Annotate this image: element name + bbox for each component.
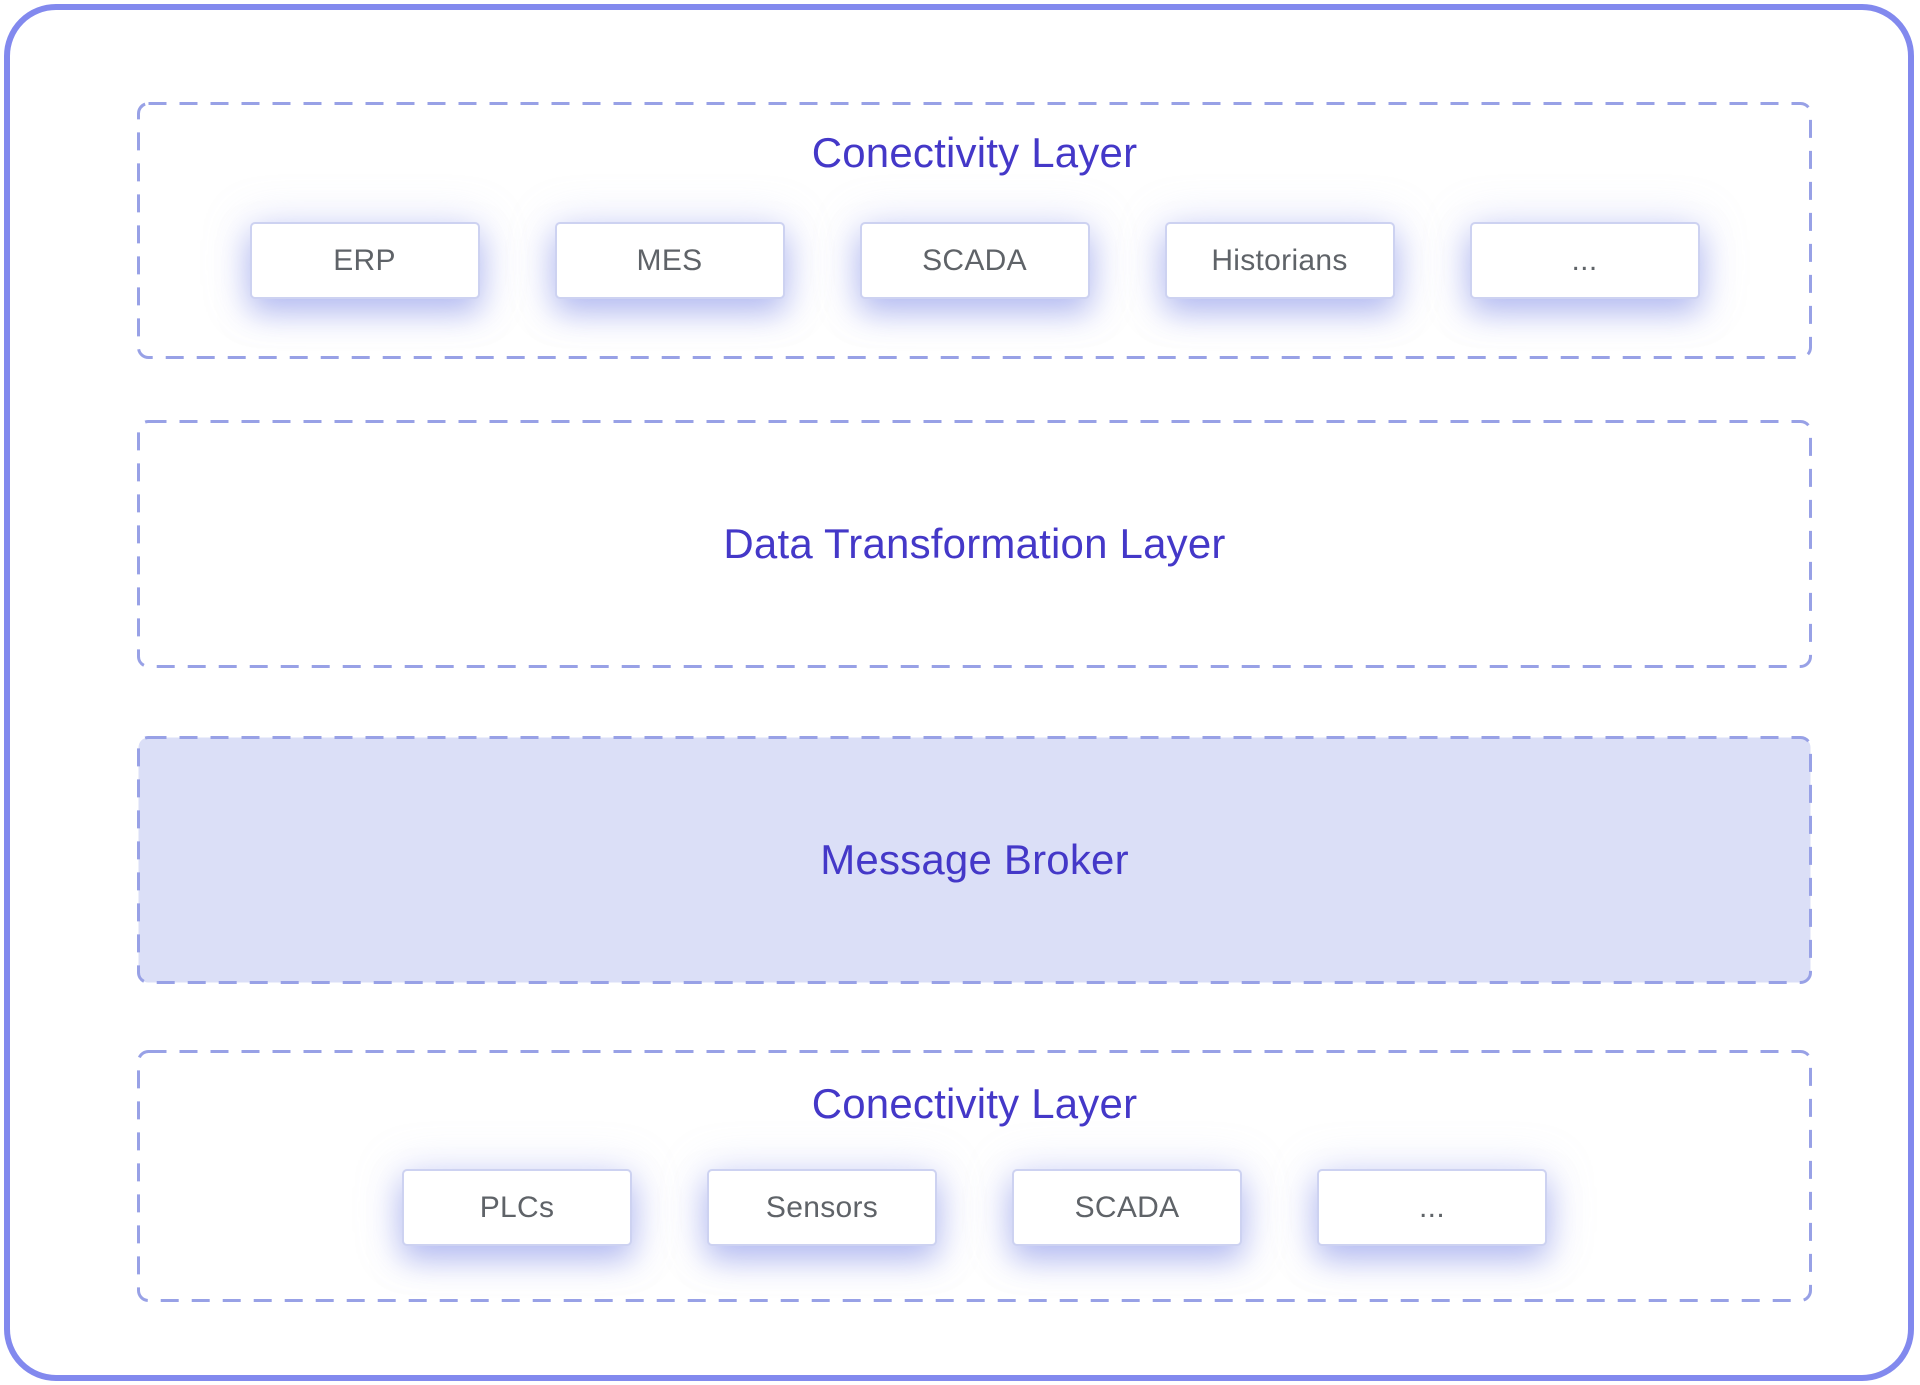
- dashed-border: [137, 1050, 1812, 1302]
- dashed-border: [137, 420, 1812, 668]
- item-scada: SCADA: [859, 222, 1090, 299]
- layer-title: Message Broker: [820, 836, 1129, 883]
- item-more: ...: [1469, 222, 1700, 299]
- layer-data-transformation: Data Transformation Layer: [137, 420, 1812, 668]
- dashed-border: [137, 102, 1812, 359]
- layer-connectivity-top: Conectivity Layer ERP MES SCADA Historia…: [137, 102, 1812, 359]
- item-plcs: PLCs: [402, 1169, 632, 1246]
- item-more-bottom: ...: [1317, 1169, 1547, 1246]
- item-historians: Historians: [1164, 222, 1395, 299]
- items-row: ERP MES SCADA Historians ...: [249, 222, 1700, 299]
- layer-title: Conectivity Layer: [811, 129, 1138, 176]
- layer-title: Data Transformation Layer: [723, 520, 1226, 567]
- item-sensors: Sensors: [707, 1169, 937, 1246]
- layer-title: Conectivity Layer: [811, 1080, 1138, 1127]
- item-erp: ERP: [249, 222, 480, 299]
- item-mes: MES: [554, 222, 785, 299]
- layer-connectivity-bottom: Conectivity Layer PLCs Sensors SCADA ...: [137, 1050, 1812, 1302]
- item-scada-bottom: SCADA: [1012, 1169, 1242, 1246]
- dashed-border: [137, 736, 1812, 984]
- layer-message-broker: Message Broker: [137, 736, 1812, 984]
- diagram-frame: Conectivity Layer ERP MES SCADA Historia…: [4, 4, 1914, 1381]
- items-row: PLCs Sensors SCADA ...: [402, 1169, 1547, 1246]
